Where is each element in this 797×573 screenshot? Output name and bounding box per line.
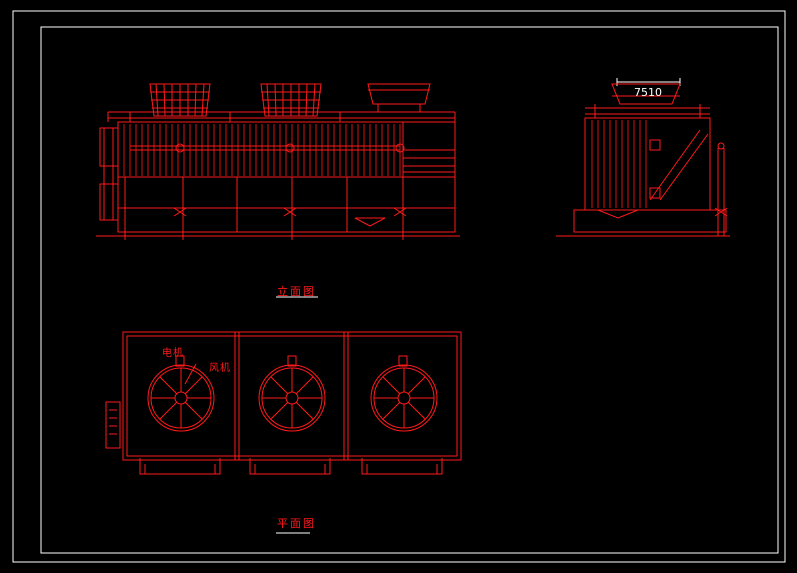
plan-fan-1 — [147, 364, 215, 432]
fan-label: 风机 — [209, 363, 231, 374]
fan-stack-1 — [149, 83, 211, 117]
plan-view-title: 平面图 — [277, 517, 316, 530]
plan-fan-3 — [370, 364, 438, 432]
front-elevation — [96, 83, 460, 240]
plan-fan-2 — [258, 364, 326, 432]
outer-frame — [12, 10, 786, 563]
side-elevation — [556, 78, 730, 237]
label-leader — [184, 363, 197, 385]
plan-view — [105, 331, 462, 475]
fan-hood-3 — [367, 83, 431, 113]
side-dimension-label: 7510 — [634, 86, 662, 99]
front-view-title: 立面图 — [277, 285, 316, 298]
motor-label: 电机 — [162, 348, 184, 359]
inner-frame — [40, 26, 779, 554]
fan-stack-2 — [260, 83, 322, 117]
